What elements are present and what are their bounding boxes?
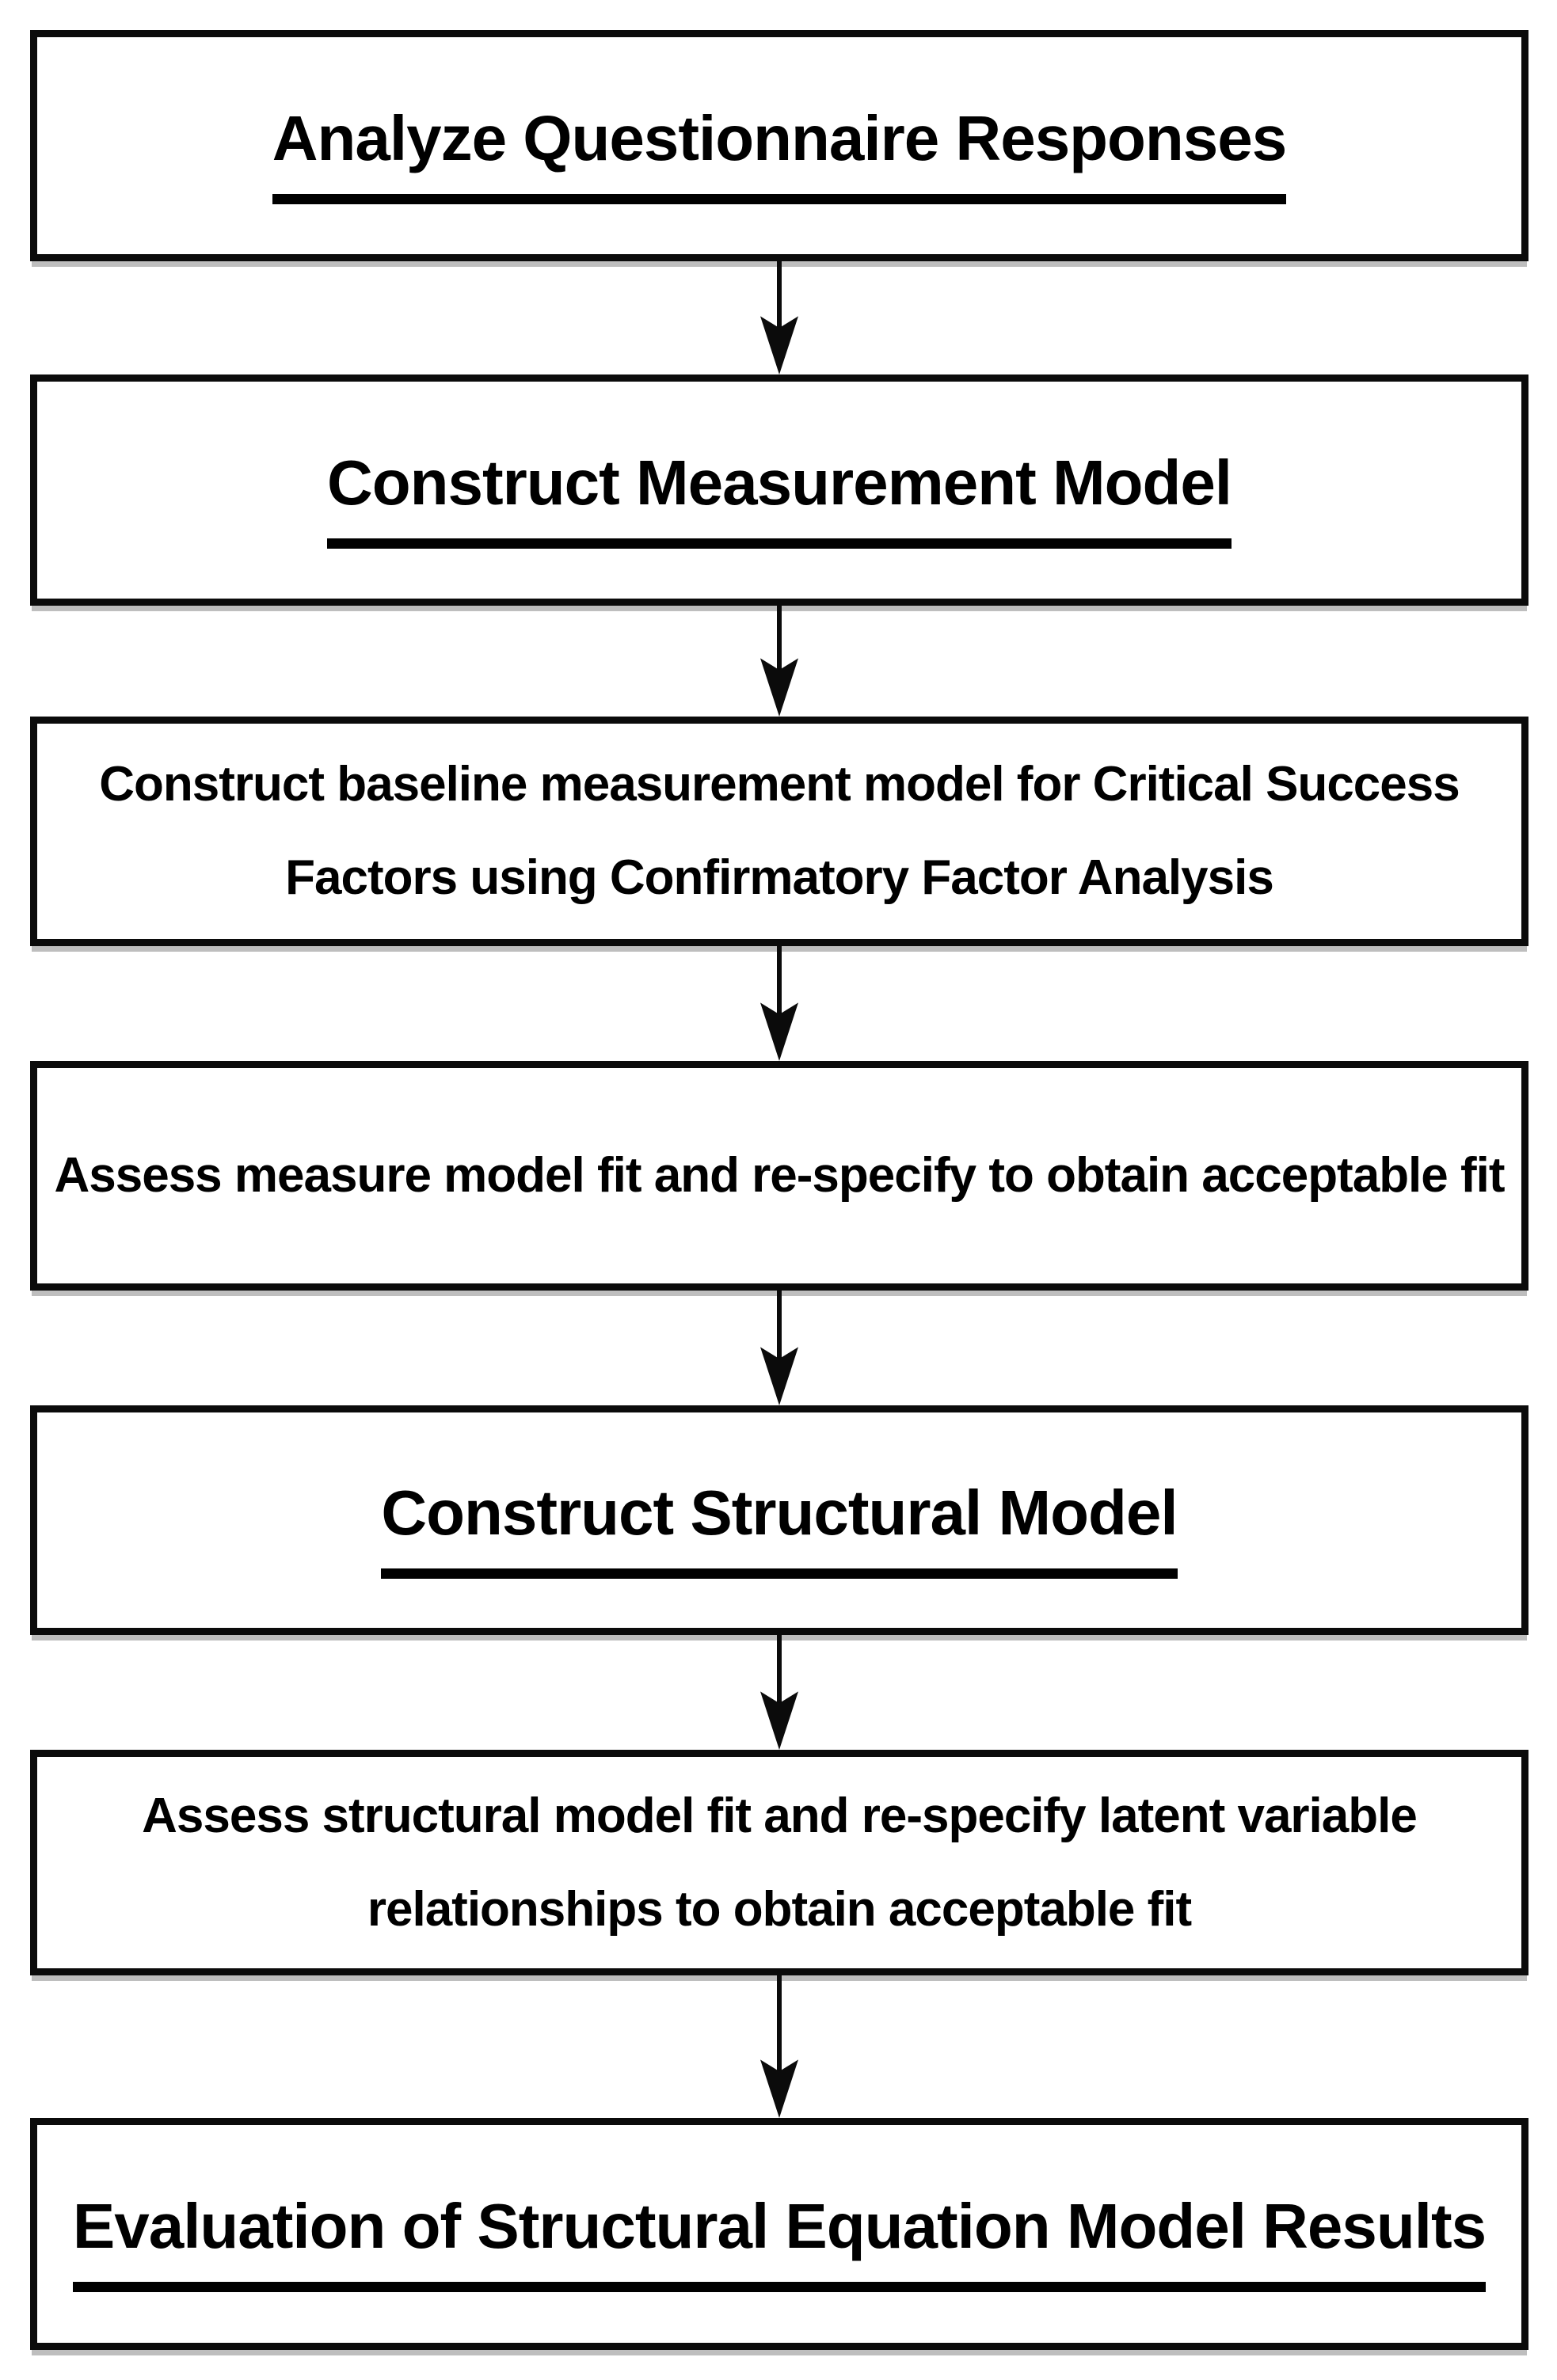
down-arrow-icon: [759, 946, 799, 1061]
flow-step-construct-structural-model-label: Construct Structural Model: [381, 1462, 1178, 1579]
flow-step-assess-measure-model-fit: Assess measure model fit and re-specify …: [30, 1061, 1528, 1291]
flow-step-baseline-measurement-model-label: Construct baseline measurement model for…: [99, 757, 1460, 905]
flow-step-evaluation-results-label: Evaluation of Structural Equation Model …: [72, 2176, 1487, 2292]
flow-step-analyze-responses: Analyze Questionnaire Responses: [30, 30, 1528, 261]
flow-step-assess-structural-model-fit: Assess structural model fit and re-speci…: [30, 1750, 1528, 1975]
down-arrow-icon: [759, 261, 799, 374]
flow-step-construct-structural-model: Construct Structural Model: [30, 1405, 1528, 1635]
down-arrow-icon: [759, 1975, 799, 2118]
flow-step-assess-measure-model-fit-label: Assess measure model fit and re-specify …: [54, 1148, 1505, 1203]
down-arrow-icon: [759, 1291, 799, 1405]
flow-step-construct-measurement-model-label: Construct Measurement Model: [326, 432, 1232, 549]
flow-step-assess-structural-model-fit-label: Assess structural model fit and re-speci…: [142, 1788, 1418, 1937]
down-arrow-icon: [759, 606, 799, 717]
flow-step-analyze-responses-label: Analyze Questionnaire Responses: [272, 88, 1287, 204]
flow-step-evaluation-results: Evaluation of Structural Equation Model …: [30, 2118, 1528, 2350]
flow-step-baseline-measurement-model: Construct baseline measurement model for…: [30, 717, 1528, 946]
flow-step-construct-measurement-model: Construct Measurement Model: [30, 374, 1528, 606]
down-arrow-icon: [759, 1635, 799, 1750]
